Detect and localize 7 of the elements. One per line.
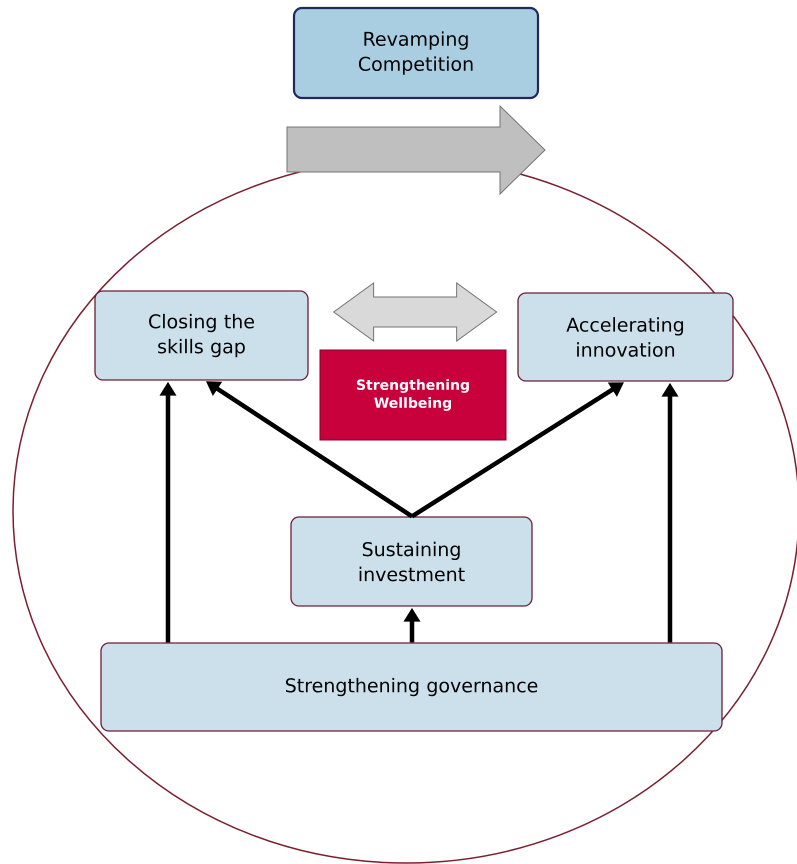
process-box: Closing the skills gap: [94, 290, 309, 381]
foundation-box: Strengthening governance: [100, 642, 723, 732]
process-box: Accelerating innovation: [517, 292, 734, 382]
highlight-box: Strengthening Wellbeing: [320, 350, 506, 440]
double-arrow: [332, 282, 498, 342]
process-box: Sustaining investment: [290, 516, 533, 607]
heading-box: Revamping Competition: [292, 6, 540, 100]
